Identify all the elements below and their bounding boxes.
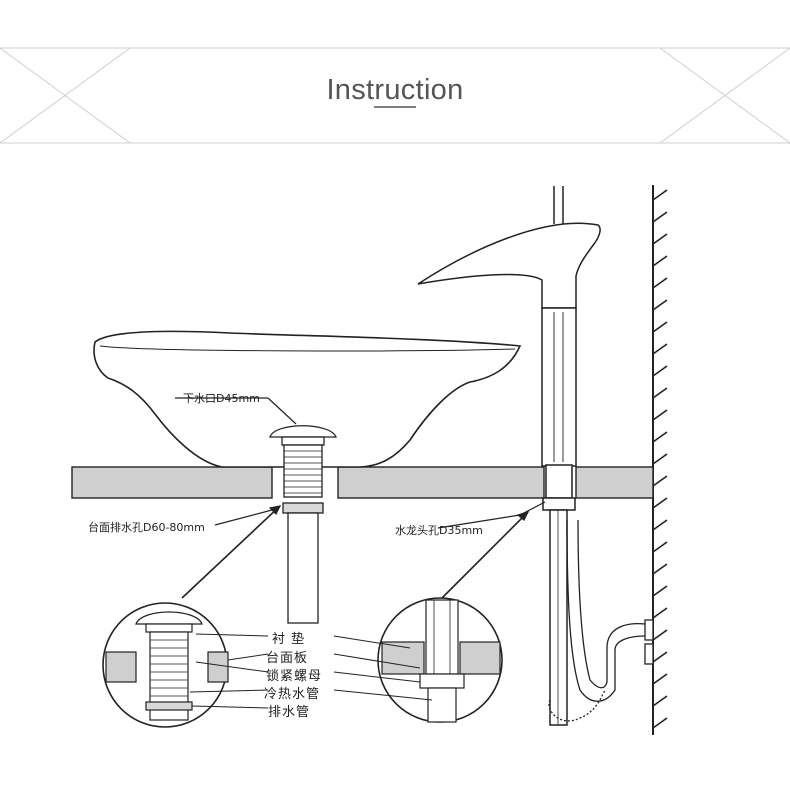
basin-inner-rim	[99, 345, 516, 352]
popup-drain	[269, 425, 337, 624]
part-label-gasket: 衬 垫	[272, 632, 306, 647]
part-label-countertop: 台面板	[266, 651, 309, 666]
part-label-lock-nut: 锁紧螺母	[266, 669, 323, 684]
header-frame	[0, 47, 790, 144]
part-label-drain-pipe: 排水管	[268, 705, 311, 720]
faucet-detail-circle	[333, 597, 503, 723]
leader-lines	[175, 397, 546, 601]
drain-detail-circle	[102, 602, 269, 728]
part-label-supply-hose: 冷热水管	[264, 687, 321, 702]
vessel-basin	[93, 330, 522, 468]
wall	[652, 185, 668, 735]
supply-hoses	[548, 519, 654, 722]
page-title: Instruction	[326, 74, 464, 106]
waterfall-faucet	[417, 186, 601, 726]
faucet-hole-label: 水龙头孔D35mm	[395, 524, 483, 537]
counter-drain-hole-label: 台面排水孔D60-80mm	[88, 521, 205, 534]
countertop	[71, 466, 654, 499]
drain-outlet-label: 下水口D45mm	[183, 392, 260, 405]
